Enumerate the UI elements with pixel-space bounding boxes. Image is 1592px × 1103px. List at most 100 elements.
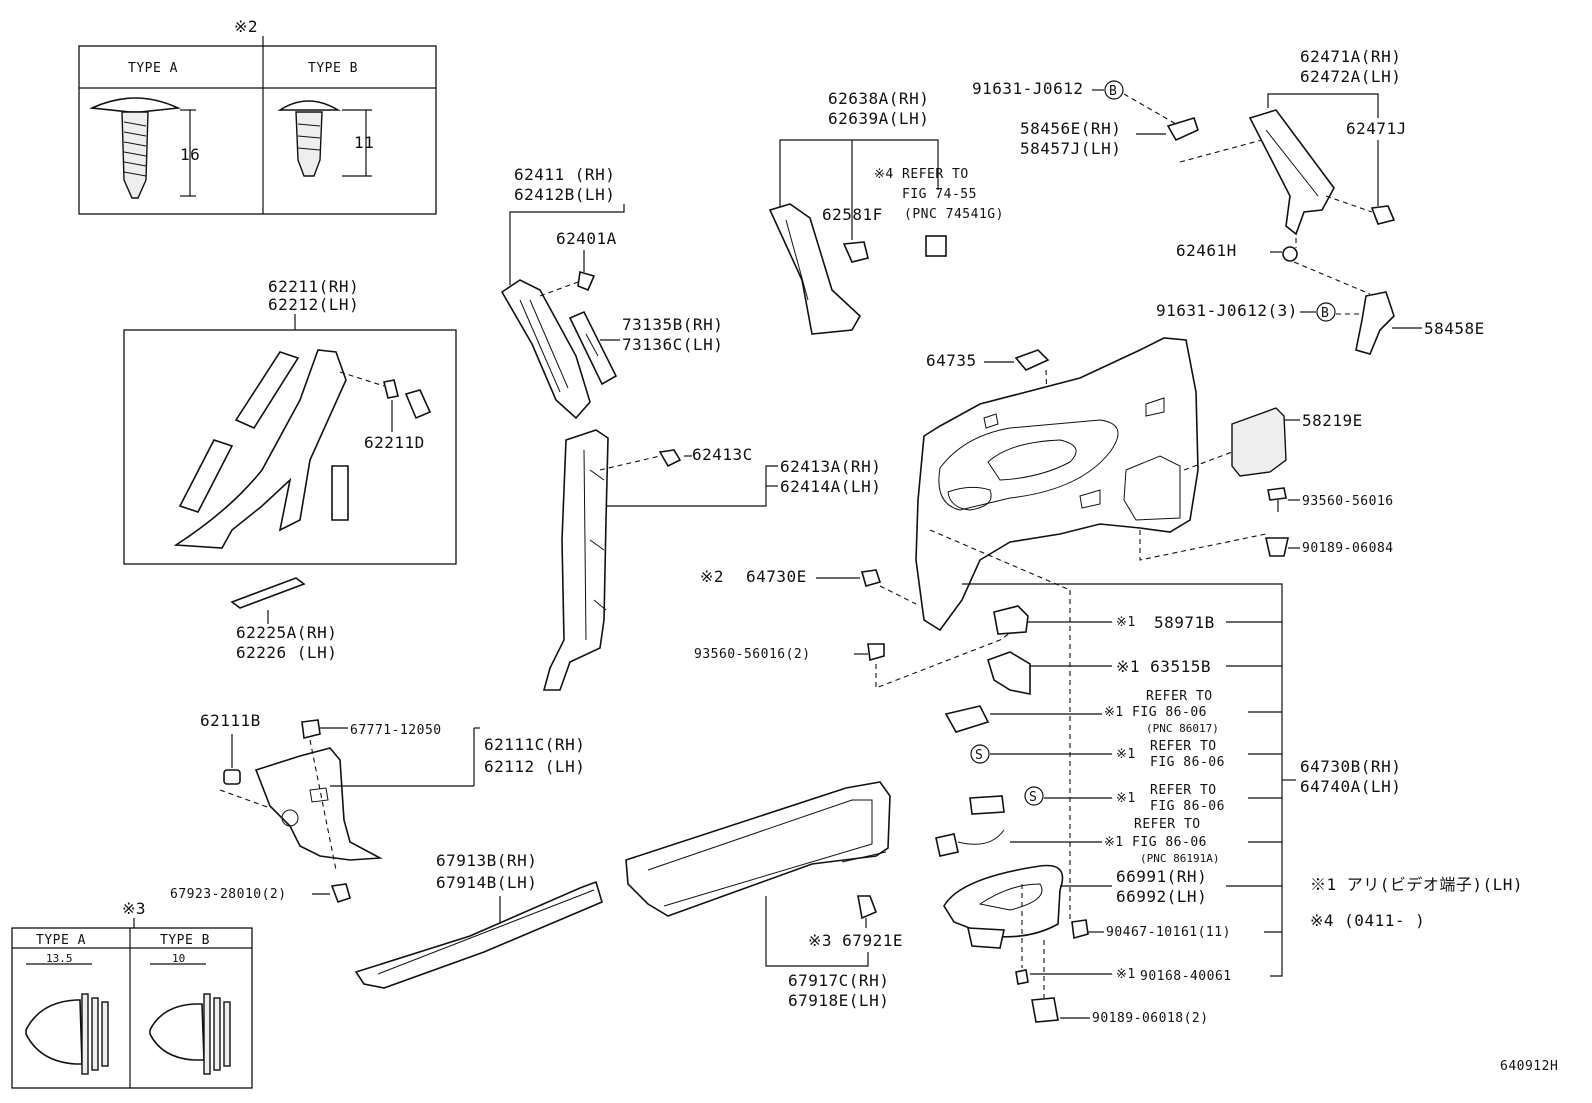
ref4-line3: (PNC 74541G)	[904, 207, 1004, 222]
note3-marker: ※3	[122, 899, 146, 918]
clip-symbol-s-2: S	[1029, 790, 1037, 805]
ref4-line1: ※4 REFER TO	[874, 167, 969, 182]
note4-text: ※4 (0411- )	[1310, 911, 1425, 930]
note1-text: ※1 アリ(ビデオ端子)(LH)	[1310, 875, 1523, 894]
clip-table-top: ※2 TYPE A TYPE B 16 11	[78, 17, 437, 215]
label-58219e: 58219E	[1302, 411, 1363, 430]
type-a-label-bottom: TYPE A	[36, 933, 86, 948]
ref4-line2: FIG 74-55	[902, 187, 977, 202]
label-90189-06084: 90189-06084	[1302, 541, 1394, 556]
note2-marker: ※2	[234, 17, 258, 36]
label-62461h: 62461H	[1176, 241, 1237, 260]
note1-58971b: ※1	[1116, 615, 1136, 630]
label-93560-2: 93560-56016(2)	[694, 647, 811, 662]
bolt-symbol-b-top: B	[1109, 84, 1117, 99]
label-62211d: 62211D	[364, 433, 425, 452]
label-62112-lh: 62112 (LH)	[484, 757, 585, 776]
footnotes: ※1 アリ(ビデオ端子)(LH) ※4 (0411- ) 640912H	[1310, 875, 1558, 1074]
type-b-label: TYPE B	[308, 61, 358, 76]
ref-d-line3: (PNC 86191A)	[1140, 852, 1219, 865]
quarter-trim-panel: 64735 58219E 93560-56016 90189-06084 ※2 …	[694, 337, 1394, 689]
clip-type-a-drawing	[89, 97, 196, 199]
label-91631-top: 91631-J0612	[972, 79, 1083, 98]
label-67917c-rh: 67917C(RH)	[788, 971, 889, 990]
label-62212-lh: 62212(LH)	[268, 295, 359, 314]
label-73136c-lh: 73136C(LH)	[622, 335, 723, 354]
label-58971b: 58971B	[1154, 613, 1215, 632]
ref-b-marker: ※1	[1116, 747, 1136, 762]
clip-b-dimension: 11	[354, 133, 374, 152]
label-62413a-rh: 62413A(RH)	[780, 457, 881, 476]
label-62411-rh: 62411 (RH)	[514, 165, 615, 184]
label-66991-rh: 66991(RH)	[1116, 867, 1207, 886]
label-62226-lh: 62226 (LH)	[236, 643, 337, 662]
quarter-panel-components: ※1 58971B ※1 63515B REFER TO ※1 FIG 86-0…	[935, 583, 1401, 1026]
label-58458e: 58458E	[1424, 319, 1485, 338]
rear-floor-tray: ※3 67921E 67917C(RH) 67918E(LH)	[625, 781, 903, 1010]
ref-a-line2: ※1 FIG 86-06	[1104, 705, 1207, 720]
label-64730e: 64730E	[746, 567, 807, 586]
label-62414a-lh: 62414A(LH)	[780, 477, 881, 496]
clip-table-bottom: ※3 TYPE A TYPE B 13.5 10	[11, 899, 253, 1089]
label-64740a-lh: 64740A(LH)	[1300, 777, 1401, 796]
label-63515b: ※1 63515B	[1116, 657, 1211, 676]
label-62638a-rh: 62638A(RH)	[828, 89, 929, 108]
rear-pillar-upper-group: 91631-J0612 B 58456E(RH) 58457J(LH) 6247…	[972, 47, 1485, 355]
label-58457j-lh: 58457J(LH)	[1020, 139, 1121, 158]
label-62401a: 62401A	[556, 229, 617, 248]
label-62472a-lh: 62472A(LH)	[1300, 67, 1401, 86]
label-67914b-lh: 67914B(LH)	[436, 873, 537, 892]
ref-d-line1: REFER TO	[1134, 817, 1201, 832]
label-90168: 90168-40061	[1140, 969, 1232, 984]
label-67771: 67771-12050	[350, 723, 442, 738]
ref-c-line2: FIG 86-06	[1150, 799, 1225, 814]
ref-c-marker: ※1	[1116, 791, 1136, 806]
label-64730b-rh: 64730B(RH)	[1300, 757, 1401, 776]
clip-b-bottom-dimension: 10	[172, 952, 185, 965]
label-90467: 90467-10161(11)	[1106, 925, 1231, 940]
clip-symbol-s-1: S	[975, 748, 983, 763]
label-62111b: 62111B	[200, 711, 261, 730]
type-a-label: TYPE A	[128, 61, 178, 76]
ref-b-line2: FIG 86-06	[1150, 755, 1225, 770]
ref-b-line1: REFER TO	[1150, 739, 1217, 754]
clip-a-bottom-dimension: 13.5	[46, 952, 73, 965]
label-62225a-rh: 62225A(RH)	[236, 623, 337, 642]
ref-a-line3: (PNC 86017)	[1146, 722, 1219, 735]
label-91631-3: 91631-J0612(3)	[1156, 301, 1298, 320]
ref-a-line1: REFER TO	[1146, 689, 1213, 704]
label-62111c-rh: 62111C(RH)	[484, 735, 585, 754]
label-62581f: 62581F	[822, 205, 883, 224]
type-b-label-bottom: TYPE B	[160, 933, 210, 948]
label-67918e-lh: 67918E(LH)	[788, 991, 889, 1010]
diagram-code: 640912H	[1500, 1059, 1558, 1074]
lower-pillar-garnish: 62111B 67771-12050 62111C(RH) 62112 (LH)…	[170, 711, 585, 904]
label-62412b-lh: 62412B(LH)	[514, 185, 615, 204]
ref-d-line2: ※1 FIG 86-06	[1104, 835, 1207, 850]
label-62471j: 62471J	[1346, 119, 1407, 138]
label-67921e: ※3 67921E	[808, 931, 903, 950]
clip-a-dimension: 16	[180, 145, 200, 164]
step-scuff: 67913B(RH) 67914B(LH)	[354, 851, 603, 989]
label-58456e-rh: 58456E(RH)	[1020, 119, 1121, 138]
quarter-pillar-garnish: 62638A(RH) 62639A(LH) 62581F ※4 REFER TO…	[768, 89, 1004, 335]
label-67923: 67923-28010(2)	[170, 887, 287, 902]
scuff-plate-kit: 62211(RH) 62212(LH) 62211D 62225A(RH) 62…	[123, 277, 457, 662]
label-62211-rh: 62211(RH)	[268, 277, 359, 296]
label-93560-56016: 93560-56016	[1302, 494, 1394, 509]
label-73135b-rh: 73135B(RH)	[622, 315, 723, 334]
label-90189-06018: 90189-06018(2)	[1092, 1011, 1209, 1026]
label-62413c: 62413C	[692, 445, 753, 464]
label-66992-lh: 66992(LH)	[1116, 887, 1207, 906]
label-62471a-rh: 62471A(RH)	[1300, 47, 1401, 66]
label-62639a-lh: 62639A(LH)	[828, 109, 929, 128]
label-67913b-rh: 67913B(RH)	[436, 851, 537, 870]
bolt-symbol-b-lower: B	[1321, 306, 1329, 321]
clip-type-b-drawing	[277, 100, 372, 177]
note2-64730e: ※2	[700, 567, 724, 586]
ref-c-line1: REFER TO	[1150, 783, 1217, 798]
front-pillar-garnish: 62411 (RH) 62412B(LH) 62401A 73135B(RH) …	[500, 165, 723, 420]
note1-90168: ※1	[1116, 967, 1136, 982]
